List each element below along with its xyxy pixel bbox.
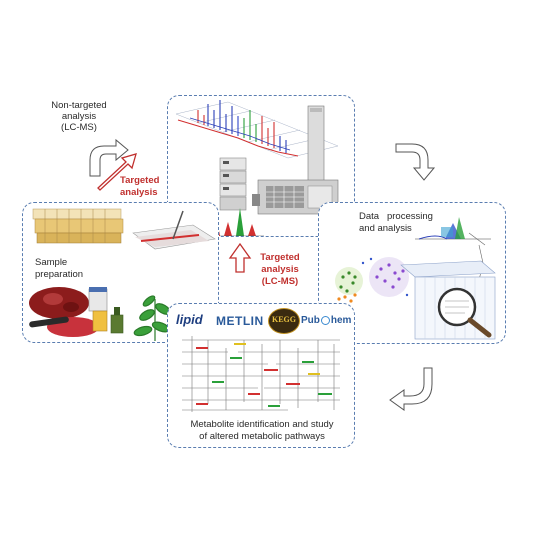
curved-arrow-top-left <box>89 138 129 177</box>
targeted-mid-label-1: Targeted <box>260 252 300 263</box>
data-processing-label-1: Data processing <box>359 211 433 222</box>
non-targeted-label-1: Non-targeted <box>51 100 107 111</box>
metlin-logo: METLIN <box>216 314 264 328</box>
lipid-logo: lipid <box>176 312 203 327</box>
targeted-arrow-diagonal <box>97 153 137 191</box>
non-targeted-label-3: (LC-MS) <box>61 122 97 133</box>
kegg-logo-text: KEGG <box>272 315 297 324</box>
targeted-mid-label-3: (LC-MS) <box>261 276 299 287</box>
targeted-mid-label-2: analysis <box>261 264 299 275</box>
targeted-top-label-1: Targeted <box>120 175 160 186</box>
pathway-illustration <box>182 336 340 412</box>
non-targeted-label-2: analysis <box>61 111 97 122</box>
kegg-logo: KEGG <box>268 308 300 334</box>
sample-prep-label-1: Sample <box>35 257 68 268</box>
targeted-top-label-2: analysis <box>120 187 158 198</box>
targeted-arrow-vertical <box>228 242 252 273</box>
data-processing-illustration <box>335 217 496 340</box>
curved-arrow-top-right <box>395 143 436 181</box>
sample-prep-label-2: preparation <box>35 269 84 280</box>
magnifier-icon <box>437 287 492 338</box>
data-processing-panel: Data processing and analysis <box>318 202 506 344</box>
pubchem-ring-icon <box>320 315 330 325</box>
curved-arrow-bottom-right <box>389 367 433 411</box>
data-processing-label-2: and analysis <box>359 223 412 234</box>
sample-prep-illustration <box>29 208 216 341</box>
metabolite-label-2: of altered metabolic pathways <box>199 431 325 442</box>
metabolite-label-1: Metabolite identification and study <box>190 419 334 430</box>
